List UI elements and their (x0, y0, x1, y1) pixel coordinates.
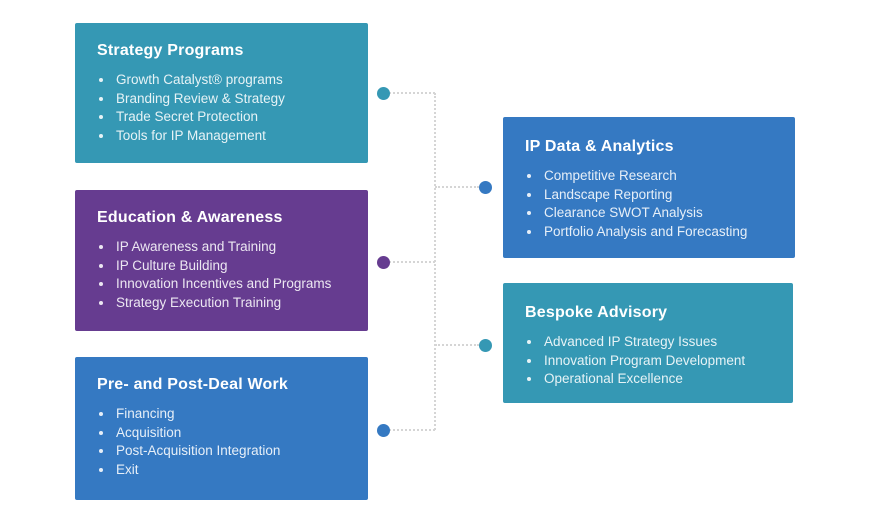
box-title-ip-data-analytics: IP Data & Analytics (525, 138, 674, 155)
box-education-awareness: Education & Awareness IP Awareness and T… (75, 190, 368, 331)
connector-dot-bespoke-advisory (479, 339, 492, 352)
list-item: Branding Review & Strategy (114, 90, 350, 109)
box-items-bespoke-advisory: Advanced IP Strategy Issues Innovation P… (525, 333, 775, 389)
box-strategy-programs: Strategy Programs Growth Catalyst® progr… (75, 23, 368, 163)
list-item: Advanced IP Strategy Issues (542, 333, 775, 352)
list-item: Financing (114, 405, 350, 424)
connector-dot-ip-data-analytics (479, 181, 492, 194)
list-item: Strategy Execution Training (114, 294, 350, 313)
connector-line-education (389, 261, 435, 263)
connector-line-deal (389, 429, 435, 431)
list-item: Trade Secret Protection (114, 108, 350, 127)
connector-line-ipdata (435, 186, 479, 188)
list-item: Exit (114, 461, 350, 480)
connector-line-strategy (389, 92, 435, 94)
box-items-pre-post-deal-work: Financing Acquisition Post-Acquisition I… (97, 405, 350, 479)
box-items-education-awareness: IP Awareness and Training IP Culture Bui… (97, 238, 350, 312)
box-items-strategy-programs: Growth Catalyst® programs Branding Revie… (97, 71, 350, 145)
list-item: Innovation Incentives and Programs (114, 275, 350, 294)
connector-line-vertical (434, 93, 436, 430)
connector-dot-strategy-programs (377, 87, 390, 100)
list-item: IP Awareness and Training (114, 238, 350, 257)
list-item: Clearance SWOT Analysis (542, 204, 777, 223)
list-item: Growth Catalyst® programs (114, 71, 350, 90)
box-title-bespoke-advisory: Bespoke Advisory (525, 304, 668, 321)
list-item: Acquisition (114, 424, 350, 443)
list-item: Tools for IP Management (114, 127, 350, 146)
list-item: Innovation Program Development (542, 352, 775, 371)
box-title-education-awareness: Education & Awareness (97, 209, 283, 226)
box-bespoke-advisory: Bespoke Advisory Advanced IP Strategy Is… (503, 283, 793, 403)
list-item: Competitive Research (542, 167, 777, 186)
box-title-pre-post-deal-work: Pre- and Post-Deal Work (97, 376, 289, 393)
box-items-ip-data-analytics: Competitive Research Landscape Reporting… (525, 167, 777, 241)
box-ip-data-analytics: IP Data & Analytics Competitive Research… (503, 117, 795, 258)
connector-dot-pre-post-deal-work (377, 424, 390, 437)
list-item: Portfolio Analysis and Forecasting (542, 223, 777, 242)
list-item: IP Culture Building (114, 257, 350, 276)
list-item: Operational Excellence (542, 370, 775, 389)
connector-dot-education-awareness (377, 256, 390, 269)
list-item: Landscape Reporting (542, 186, 777, 205)
connector-line-bespoke (435, 344, 479, 346)
list-item: Post-Acquisition Integration (114, 442, 350, 461)
box-title-strategy-programs: Strategy Programs (97, 42, 244, 59)
box-pre-post-deal-work: Pre- and Post-Deal Work Financing Acquis… (75, 357, 368, 500)
